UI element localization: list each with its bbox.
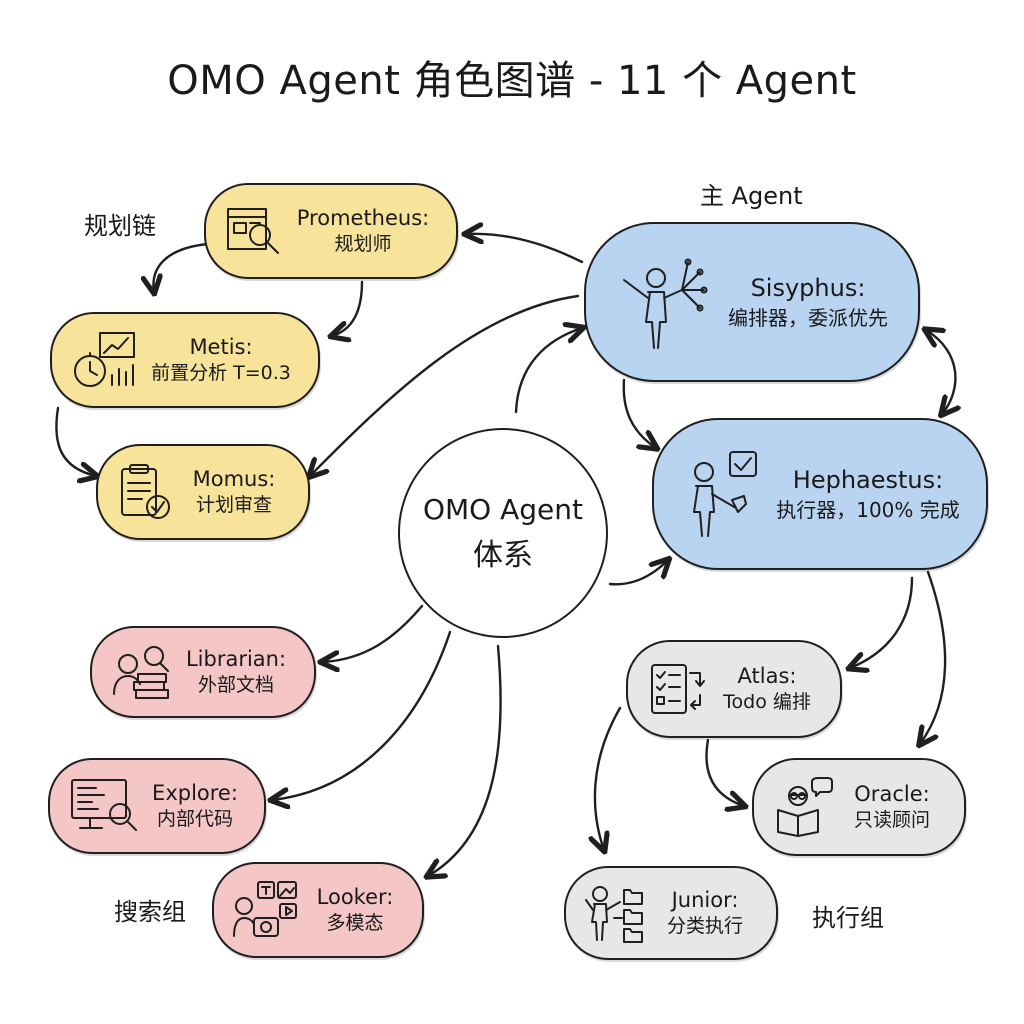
node-name: Atlas:: [737, 664, 797, 688]
group-label-main: 主 Agent: [700, 182, 803, 210]
arrow-sisyphus-to-momus: [310, 294, 580, 476]
node-name: Momus:: [192, 467, 276, 491]
group-label-search: 搜索组: [114, 898, 186, 926]
clipboard-check-icon: [116, 461, 174, 523]
arrow-hub-to-sisyphus: [514, 328, 582, 414]
node-role: 分类执行: [666, 915, 743, 938]
hub-line1: OMO Agent: [422, 492, 583, 526]
node-sisyphus: Sisyphus: 编排器，委派优先: [584, 222, 920, 382]
reader-books-icon: [110, 642, 172, 702]
group-label-execution: 执行组: [812, 904, 884, 932]
node-role: Todo 编排: [723, 691, 811, 714]
node-role: 多模态: [326, 912, 384, 935]
reader-speech-icon: [772, 776, 834, 838]
arrow-atlas-to-oracle: [705, 738, 745, 806]
node-atlas: Atlas: Todo 编排: [626, 640, 842, 738]
presenter-folders-icon: [584, 882, 648, 944]
checklist-arrows-icon: [646, 659, 708, 719]
arrow-sisyphus-hephaestus-bidirectional: [926, 330, 955, 414]
arrow-sisyphus-to-prometheus: [466, 234, 584, 264]
monitor-code-search-icon: [68, 776, 140, 836]
page-title: OMO Agent 角色图谱 - 11 个 Agent: [167, 58, 857, 104]
node-explore: Explore: 内部代码: [48, 758, 266, 854]
node-metis: Metis: 前置分析 T=0.3: [50, 312, 320, 408]
stopwatch-chart-icon: [70, 329, 138, 391]
node-name: Metis:: [189, 335, 253, 359]
arrow-hub-to-explore: [272, 630, 452, 800]
node-name: Sisyphus:: [750, 274, 866, 303]
node-name: Prometheus:: [296, 206, 430, 230]
hub-line2: 体系: [473, 537, 533, 573]
blueprint-magnifier-icon: [224, 203, 284, 259]
arrow-metis-to-momus: [55, 406, 96, 476]
arrow-sisyphus-to-hephaestus: [622, 378, 656, 448]
arrow-prometheus-to-metis-right: [332, 280, 364, 336]
node-oracle: Oracle: 只读顾问: [752, 758, 966, 856]
node-junior: Junior: 分类执行: [564, 866, 778, 960]
node-role: 只读顾问: [853, 809, 930, 832]
node-name: Librarian:: [185, 647, 287, 671]
node-role: 外部文档: [197, 674, 274, 697]
hub-circle: OMO Agent 体系: [398, 428, 608, 638]
node-name: Explore:: [152, 781, 238, 805]
arrow-hub-to-hephaestus: [608, 560, 668, 586]
node-name: Junior:: [671, 888, 739, 912]
group-label-planning: 规划链: [84, 212, 156, 240]
node-prometheus: Prometheus: 规划师: [204, 183, 458, 279]
worker-hammer-check-icon: [680, 446, 764, 542]
node-looker: Looker: 多模态: [212, 862, 424, 958]
arrow-hub-to-looker: [428, 644, 502, 876]
node-name: Oracle:: [854, 782, 930, 806]
node-role: 编排器，委派优先: [728, 305, 888, 330]
node-momus: Momus: 计划审查: [96, 444, 310, 540]
node-role: 计划审查: [195, 494, 272, 517]
presenter-network-icon: [616, 250, 712, 354]
node-hephaestus: Hephaestus: 执行器，100% 完成: [652, 418, 988, 570]
arrow-hephaestus-to-oracle: [920, 570, 947, 744]
node-role: 规划师: [334, 233, 392, 256]
node-role: 执行器，100% 完成: [776, 497, 960, 522]
node-name: Hephaestus:: [792, 466, 944, 495]
arrow-hub-to-librarian: [322, 604, 424, 662]
arrow-prometheus-to-metis-left: [153, 242, 210, 292]
node-role: 前置分析 T=0.3: [151, 362, 291, 385]
person-media-icon: [232, 878, 302, 942]
arrow-hephaestus-to-atlas: [850, 576, 914, 668]
node-librarian: Librarian: 外部文档: [90, 626, 316, 718]
node-name: Looker:: [316, 885, 394, 909]
node-role: 内部代码: [156, 808, 233, 831]
arrow-atlas-to-junior: [595, 706, 622, 850]
